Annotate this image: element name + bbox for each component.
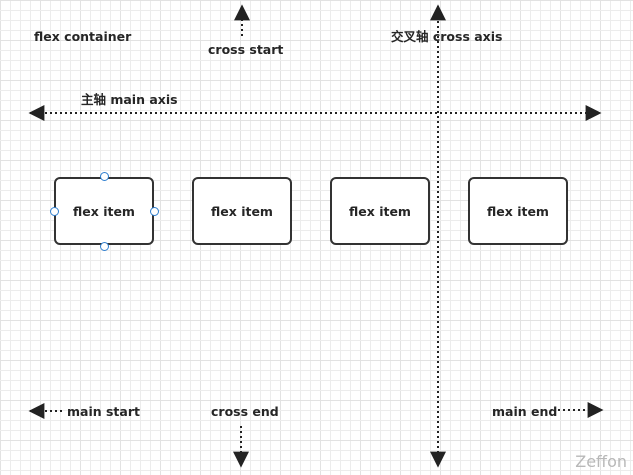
selection-handle-left[interactable] bbox=[50, 207, 59, 216]
flex-item-1[interactable]: flex item bbox=[54, 177, 154, 245]
flex-item-label: flex item bbox=[211, 203, 273, 219]
flex-item-2[interactable]: flex item bbox=[192, 177, 292, 245]
selection-handle-top[interactable] bbox=[100, 172, 109, 181]
flex-container-label: flex container bbox=[34, 29, 132, 44]
selection-handle-bottom[interactable] bbox=[100, 242, 109, 251]
flex-item-4[interactable]: flex item bbox=[468, 177, 568, 245]
flex-item-label: flex item bbox=[487, 203, 549, 219]
selection-handle-right[interactable] bbox=[150, 207, 159, 216]
cross-start-label: cross start bbox=[208, 42, 284, 57]
cross-axis-label: 交叉轴 cross axis bbox=[391, 29, 503, 44]
watermark: Zeffon bbox=[575, 452, 627, 471]
flex-item-label: flex item bbox=[349, 203, 411, 219]
main-end-label: main end bbox=[492, 404, 558, 419]
cross-end-label: cross end bbox=[211, 404, 279, 419]
flex-item-label: flex item bbox=[73, 203, 135, 219]
flex-item-3[interactable]: flex item bbox=[330, 177, 430, 245]
main-start-label: main start bbox=[67, 404, 140, 419]
main-axis-label: 主轴 main axis bbox=[81, 92, 178, 107]
